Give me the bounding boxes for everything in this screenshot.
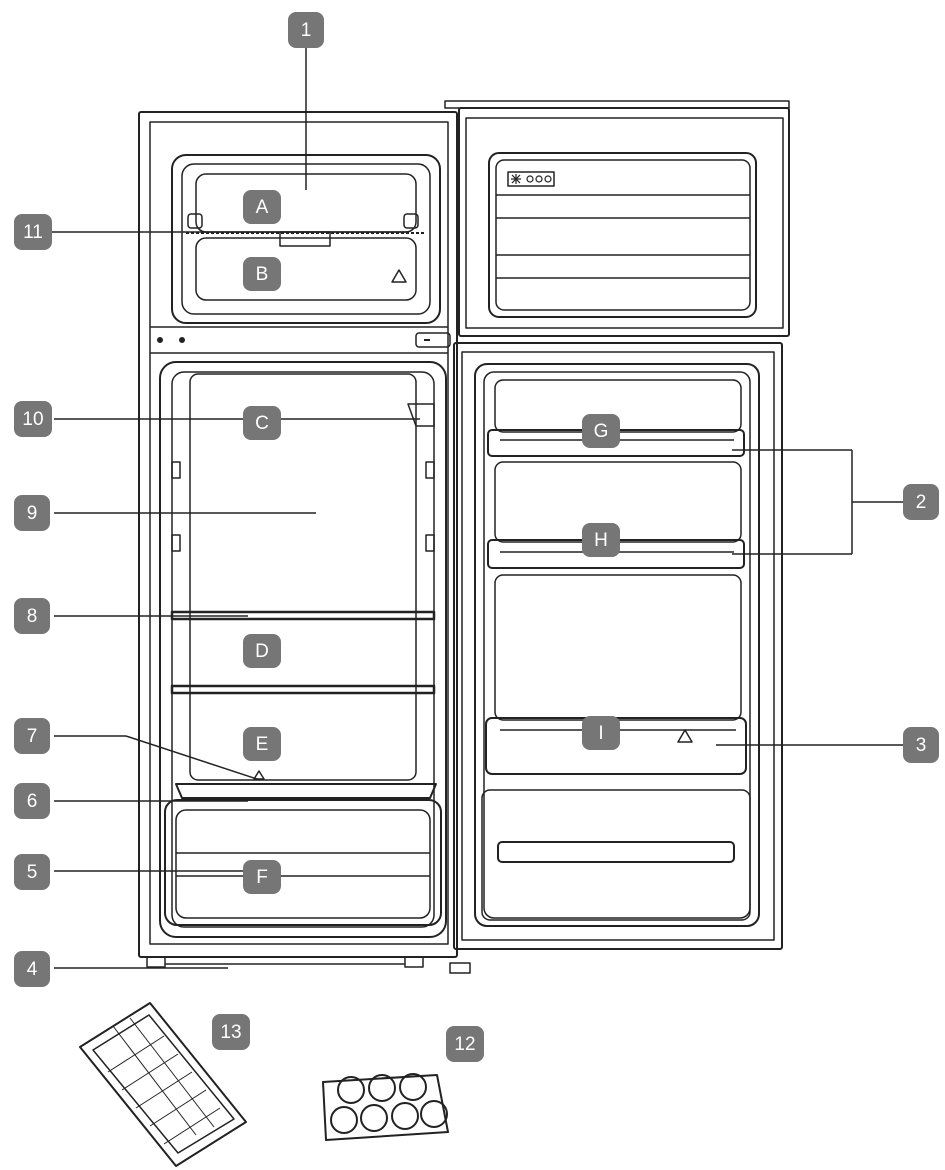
divider-controls	[157, 332, 451, 348]
zone-label-a: A	[243, 190, 281, 224]
cabinet-body	[138, 111, 458, 958]
ice-cube-cells	[107, 1017, 221, 1145]
zone-label-i: I	[582, 716, 620, 750]
callout-11: 11	[14, 214, 52, 250]
crisper-cover	[175, 770, 437, 799]
zone-label-f: F	[243, 860, 281, 894]
zone-label-h: H	[582, 523, 620, 557]
callout-6: 6	[14, 783, 50, 819]
leader-lines	[52, 48, 903, 969]
callout-8: 8	[14, 598, 50, 634]
fridge-door	[449, 342, 783, 974]
glass-shelf-lower	[170, 684, 436, 695]
callout-13: 13	[212, 1014, 250, 1050]
door-bin-bottom	[481, 789, 751, 921]
zone-label-d: D	[243, 634, 281, 668]
callout-10: 10	[14, 401, 52, 437]
callout-9: 9	[14, 495, 50, 531]
egg-tray	[322, 1073, 449, 1141]
callout-2: 2	[903, 484, 939, 520]
vegetable-crisper	[164, 799, 442, 926]
callout-5: 5	[14, 854, 50, 890]
zone-label-b: B	[243, 257, 281, 291]
zone-label-c: C	[243, 406, 281, 440]
callout-1: 1	[288, 12, 324, 48]
callout-7: 7	[14, 718, 50, 754]
ice-cube-tray	[79, 1002, 247, 1167]
adjustable-feet	[146, 956, 424, 968]
fridge-compartment	[159, 361, 447, 938]
callout-4: 4	[14, 951, 50, 987]
callout-12: 12	[446, 1026, 484, 1062]
callout-3: 3	[903, 727, 939, 763]
zone-label-g: G	[582, 414, 620, 448]
freezer-door	[444, 100, 790, 337]
snowflake-icon	[511, 174, 552, 184]
zone-label-e: E	[243, 727, 281, 761]
